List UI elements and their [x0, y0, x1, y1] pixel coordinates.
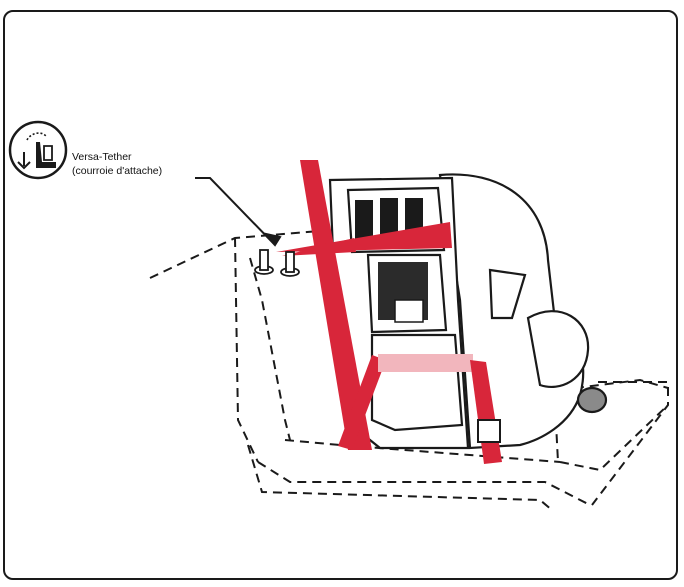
belt-buckle: [477, 419, 501, 443]
callout-leader: [195, 177, 282, 247]
cushion-right-top: [559, 378, 669, 391]
car-seat-side-wing: [488, 268, 527, 320]
tether-strap-main: [300, 160, 372, 450]
car-seat-base: [370, 333, 464, 432]
car-seat-back-panel: [366, 253, 448, 334]
callout-label-line2: (courroie d'attache): [72, 165, 163, 177]
tether-anchor: [254, 249, 300, 277]
cushion-right-block: [591, 381, 669, 506]
lap-belt-band: [378, 354, 473, 372]
versa-tether-callout: Versa-Tether (courroie d'attache): [72, 150, 162, 178]
callout-label-line1: Versa-Tether: [72, 151, 132, 163]
seat-back-left-edge: [234, 237, 259, 463]
tether-strap-lower: [282, 238, 356, 256]
tether-strap-upper: [276, 222, 452, 252]
car-seat-armrest: [526, 310, 590, 388]
cushion-base: [559, 404, 669, 472]
seat-back-inner-edge: [249, 257, 291, 441]
car-seat-headrest-frame: [346, 186, 446, 254]
seat-cushion-lower: [247, 444, 553, 511]
car-seat-tether-icon: [8, 120, 68, 180]
seat-cushion-front: [257, 461, 591, 506]
tether-strap-left-leg: [338, 355, 386, 450]
car-seat-wheel-shadow: [576, 386, 608, 414]
